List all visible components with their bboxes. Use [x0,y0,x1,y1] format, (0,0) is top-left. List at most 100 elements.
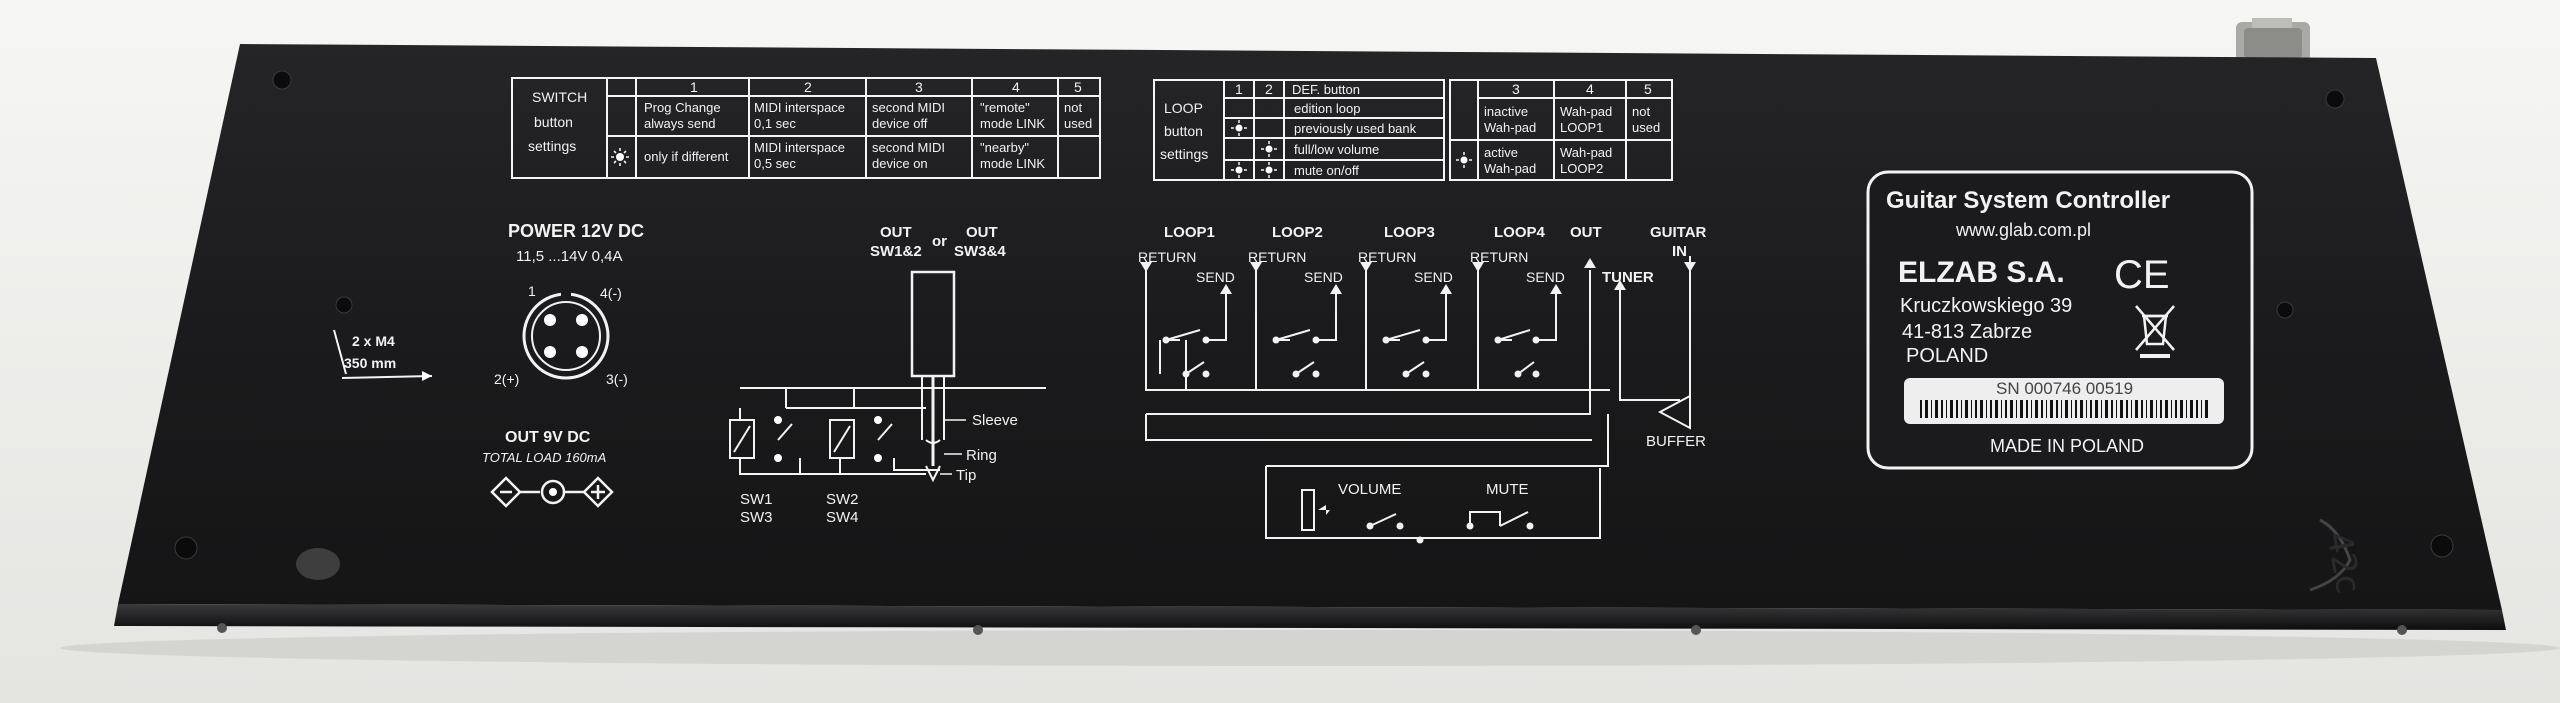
pin-label: 4(-) [600,285,622,301]
table-cell: "remote" [980,100,1030,115]
barcode-icon [1920,400,2208,418]
table-cell: second MIDI [872,140,945,155]
table-cell: Wah-pad [1484,161,1536,176]
weee-bin-icon [2135,305,2175,358]
power-spec: 11,5 ...14V 0,4A [516,248,622,265]
mute-switch-icon [1466,511,1534,530]
potentiometer-icon [1301,489,1330,531]
out9v-title: OUT 9V DC [505,429,591,446]
loop-diagram: LOOP1 LOOP2 LOOP3 LOOP4 OUT GUITAR IN RE… [1138,224,1707,544]
serial-barcode-sticker: SN 000746 00519 [1904,378,2224,424]
made-in-label: MADE IN POLAND [1990,436,2144,456]
switch-table-title: button [534,114,573,130]
led-icon [1456,152,1472,168]
def-row: mute on/off [1294,163,1359,178]
screw-hole-icon [2325,89,2345,109]
table-cell: active [1484,145,1518,160]
out-label: OUT [966,224,998,241]
table-cell: MIDI interspace [754,100,845,115]
column-header: 5 [1074,79,1082,95]
address-city: 41-813 Zabrze [1902,321,2032,343]
serial-number: SN 000746 00519 [1996,379,2133,398]
pin-label: 2(+) [494,371,519,387]
jack-diagram: OUT SW1&2 or OUT SW3&4 Sleeve Ring Tip [729,224,1046,526]
table-cell: LOOP2 [1560,161,1603,176]
screw-hole-icon [2276,301,2294,319]
loop-label: LOOP3 [1384,224,1435,241]
out9v-load: TOTAL LOAD 160mA [482,450,606,465]
guitar-label: GUITAR [1650,224,1707,241]
or-label: or [932,233,947,250]
table-cell: used [1064,116,1092,131]
company-name: ELZAB S.A. [1898,256,2065,289]
switch-table-title: SWITCH [532,89,587,105]
table-cell: 0,5 sec [754,156,796,171]
table-cell: mode LINK [980,116,1045,131]
def-row: full/low volume [1294,142,1379,157]
column-header: 4 [1012,79,1020,95]
return-label: RETURN [1470,249,1528,265]
table-cell: not [1064,100,1082,115]
ce-mark-icon: CE [2114,253,2170,297]
def-row: edition loop [1294,101,1361,116]
def-button-header: DEF. button [1292,82,1360,97]
screw-hole-icon [2397,625,2407,635]
table-cell: LOOP1 [1560,120,1603,135]
loop-table-title: settings [1160,146,1208,162]
return-label: RETURN [1358,249,1416,265]
switch-settings-table: SWITCH button settings 1 2 3 4 5 Prog Ch… [511,77,1101,179]
screw-hole-icon [217,623,227,633]
volume-switch-icon [1366,513,1424,544]
pin-label: 3(-) [606,371,628,387]
column-header: 2 [1265,81,1273,97]
tip-label: Tip [956,467,976,484]
led-icon [1261,162,1277,178]
table-cell: not [1632,104,1650,119]
mounting-holes [174,70,2454,635]
label-plate: Guitar System Controller www.glab.com.pl… [1866,170,2254,470]
table-cell: used [1632,120,1660,135]
product-name: Guitar System Controller [1886,187,2170,214]
loop-label: LOOP4 [1494,224,1546,241]
table-cell: device off [872,116,928,131]
screw-hole-icon [2430,534,2454,558]
table-cell: 0,1 sec [754,116,796,131]
loop-table-title: button [1164,123,1203,139]
panel-shadow [60,630,2560,666]
screw-hole-icon [272,70,292,90]
send-label: SEND [1526,269,1565,285]
table-cell: second MIDI [872,100,945,115]
switch-label: SW2 [826,491,859,508]
loop-label: LOOP2 [1272,224,1323,241]
polarity-symbol-icon [490,476,614,508]
arrow-right-icon [422,371,432,381]
mount-label: 350 mm [344,355,396,371]
out-label: SW3&4 [954,243,1006,260]
column-header: 2 [804,79,812,95]
website: www.glab.com.pl [1955,220,2091,240]
pin-label: 1 [528,283,536,299]
din-connector-icon [522,290,610,380]
switch-sw2-icon [829,416,893,462]
screw-hole-icon [174,536,198,560]
led-icon [1231,162,1247,178]
out-label: OUT [880,224,912,241]
sleeve-label: Sleeve [972,412,1018,429]
screw-hole-icon [1691,625,1701,635]
column-header: 1 [1235,81,1243,97]
column-header: 4 [1586,81,1594,97]
table-cell: always send [644,116,716,131]
column-header: 5 [1644,81,1652,97]
buffer-amp-icon [1657,394,1691,430]
table-cell: device on [872,156,928,171]
table-cell: Wah-pad [1484,120,1536,135]
power-section: POWER 12V DC 11,5 ...14V 0,4A 1 4(-) 2(+… [333,221,644,508]
panel-front-lip [114,604,2506,630]
table-cell: Wah-pad [1560,145,1612,160]
tuner-label: TUNER [1602,269,1654,286]
led-icon [1261,141,1277,157]
table-cell: only if different [644,149,729,164]
return-label: RETURN [1248,249,1306,265]
switch-sw1-icon [729,416,793,462]
